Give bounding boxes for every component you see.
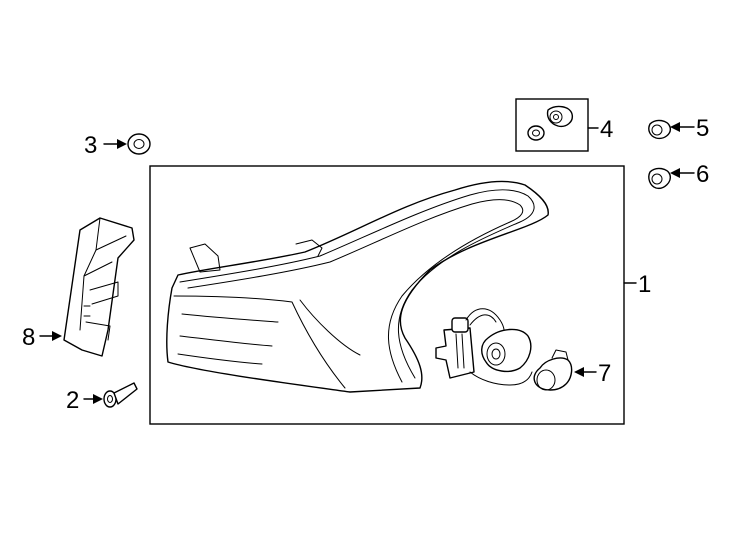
- callout-6: 6: [696, 161, 709, 188]
- bracket-part-8: [63, 217, 135, 357]
- arrowhead-2: [93, 394, 103, 404]
- callout-1: 1: [638, 271, 651, 298]
- assembly-box: [149, 165, 625, 425]
- callout-5: 5: [696, 115, 709, 142]
- tail-lamp-housing: [166, 180, 549, 393]
- callout-8: 8: [22, 324, 35, 351]
- callout-4: 4: [600, 116, 613, 143]
- screw-part-2: [103, 382, 138, 408]
- nut-kit-box: [515, 98, 589, 152]
- nut-part-5: [648, 119, 671, 140]
- arrowhead-3: [117, 139, 127, 149]
- nut-part-6: [648, 167, 671, 189]
- nut-part-3: [127, 133, 151, 155]
- socket-harness: [435, 308, 573, 391]
- callout-3: 3: [84, 132, 97, 159]
- nut-kit-parts: [527, 105, 573, 141]
- arrowhead-5: [670, 122, 680, 132]
- arrowhead-6: [670, 168, 680, 178]
- callout-2: 2: [66, 387, 79, 414]
- callout-7: 7: [598, 360, 611, 387]
- arrowhead-7: [574, 367, 584, 377]
- arrowhead-8: [52, 331, 62, 341]
